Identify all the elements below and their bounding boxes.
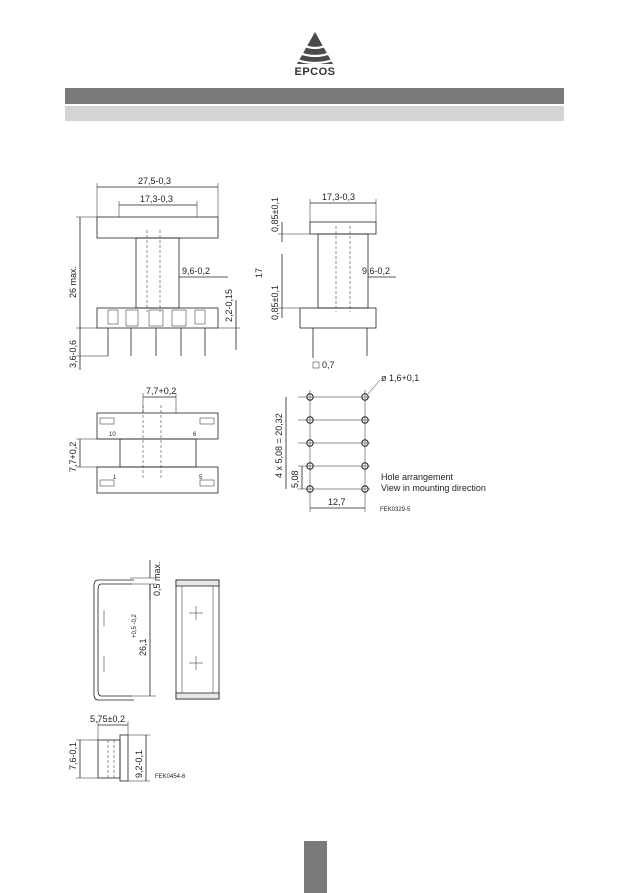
pin-label-1: 1 [113, 475, 117, 481]
drawing-side-view [278, 199, 396, 369]
hole-drawing-ref: FEK0329-5 [380, 507, 411, 513]
brand-name: EPCOS [294, 66, 336, 78]
front-inner-dim: 17,3-0,3 [140, 194, 173, 204]
clamp-drawing-ref: FEK0454-6 [155, 774, 186, 780]
front-base-dim: 3,6-0,6 [68, 340, 78, 368]
drawing-clamp-front [175, 579, 220, 700]
topview-height-dim: 7,7+0,2 [68, 442, 78, 472]
pin-label-5: 5 [199, 475, 203, 481]
hole-pitch-total-dim: 4 x 5,08 = 20,32 [274, 413, 284, 478]
epcos-logo-icon [293, 32, 337, 65]
side-height-dim: 17 [254, 268, 264, 278]
side-width-dim: 17,3-0,3 [322, 192, 355, 202]
drawing-hole-arrangement [285, 379, 381, 512]
pin-label-6: 6 [193, 432, 197, 438]
pin-label-10: 10 [109, 432, 116, 438]
clamp-length-dim: 26,1 [138, 638, 148, 656]
page-number-box [304, 841, 327, 893]
header-band-light [65, 106, 564, 121]
front-height-dim: 26 max. [68, 266, 78, 298]
drawing-top-view [76, 393, 219, 494]
drawing-clamp-profile [93, 560, 156, 701]
hole-pitch-dim: 5,08 [290, 470, 300, 488]
header-band-dark [65, 88, 564, 104]
clamp-width-dim: 5,75±0,2 [90, 714, 125, 724]
topview-width-dim: 7,7+0,2 [146, 386, 176, 396]
clamp-height-right-dim: 9,2-0,1 [134, 750, 144, 778]
side-pin-dim: 0,7 [322, 360, 335, 370]
hole-spacing-dim: 12,7 [328, 497, 346, 507]
drawing-front-view [76, 183, 240, 370]
side-core-dim: 9,6-0,2 [362, 266, 390, 276]
hole-diameter-dim: ø 1,6+0,1 [381, 373, 419, 383]
clamp-height-left-dim: 7,6-0,1 [68, 742, 78, 770]
hole-caption-line2: View in mounting direction [381, 483, 486, 493]
side-flange-bottom-dim: 0,85±0,1 [270, 285, 280, 320]
hole-caption-line1: Hole arrangement [381, 472, 454, 482]
clamp-gap-dim: 0,5 max. [152, 561, 162, 596]
front-width-dim: 27,5-0,3 [138, 176, 171, 186]
drawing-clamp-end [76, 721, 150, 782]
front-pin-dim: 2,2-0,15 [224, 289, 234, 322]
side-flange-top-dim: 0,85±0,1 [270, 197, 280, 232]
clamp-length-tolerance: +0,5 -0,2 [132, 613, 138, 638]
front-core-dim: 9,6-0,2 [182, 266, 210, 276]
